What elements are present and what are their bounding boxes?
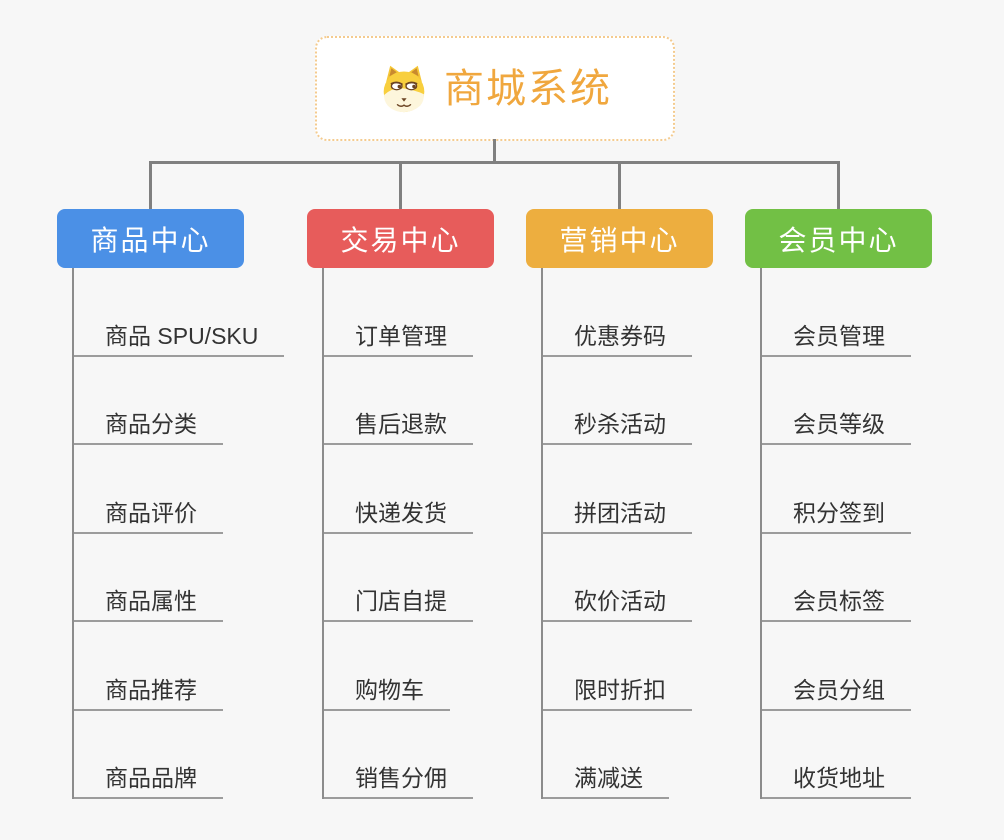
branch-items-trade-center: 订单管理 售后退款 快递发货 门店自提 购物车 销售分佣 <box>307 268 557 799</box>
topic-node: 优惠券码 <box>526 268 776 357</box>
topic-node: 拼团活动 <box>526 445 776 534</box>
topic-node: 会员管理 <box>745 268 995 357</box>
topic-node: 门店自提 <box>307 534 557 622</box>
topic-node: 会员等级 <box>745 357 995 445</box>
doge-icon <box>378 64 430 113</box>
topic-node: 满减送 <box>526 711 776 799</box>
topic-node: 商品属性 <box>57 534 307 622</box>
branch-header-trade-center[interactable]: 交易中心 <box>307 209 494 268</box>
connector-root-stem <box>493 139 496 163</box>
topic-node: 商品评价 <box>57 445 307 534</box>
topic-label[interactable]: 满减送 <box>541 767 669 799</box>
branch-trade-center: 交易中心 订单管理 售后退款 快递发货 门店自提 购物车 销售分佣 <box>307 209 557 799</box>
branch-header-member-center[interactable]: 会员中心 <box>745 209 932 268</box>
topic-label[interactable]: 砍价活动 <box>541 590 692 622</box>
topic-label[interactable]: 积分签到 <box>760 501 911 534</box>
topic-node: 购物车 <box>307 622 557 711</box>
topic-node: 销售分佣 <box>307 711 557 799</box>
topic-label[interactable]: 收货地址 <box>760 767 911 799</box>
topic-node: 快递发货 <box>307 445 557 534</box>
topic-label[interactable]: 会员标签 <box>760 590 911 622</box>
branch-items-marketing-center: 优惠券码 秒杀活动 拼团活动 砍价活动 限时折扣 满减送 <box>526 268 776 799</box>
connector-drop-marketing <box>618 161 621 211</box>
topic-node: 售后退款 <box>307 357 557 445</box>
topic-node: 商品品牌 <box>57 711 307 799</box>
topic-label[interactable]: 销售分佣 <box>322 767 473 799</box>
topic-label[interactable]: 商品属性 <box>72 590 223 622</box>
branch-header-product-center[interactable]: 商品中心 <box>57 209 244 268</box>
topic-label[interactable]: 会员等级 <box>760 413 911 445</box>
topic-label[interactable]: 拼团活动 <box>541 501 692 534</box>
topic-label[interactable]: 商品分类 <box>72 413 223 445</box>
branch-items-member-center: 会员管理 会员等级 积分签到 会员标签 会员分组 收货地址 <box>745 268 995 799</box>
connector-drop-product <box>149 161 152 211</box>
connector-drop-member <box>837 161 840 211</box>
topic-label[interactable]: 优惠券码 <box>541 324 692 357</box>
topic-label[interactable]: 商品评价 <box>72 501 223 534</box>
topic-node: 商品分类 <box>57 357 307 445</box>
topic-node: 砍价活动 <box>526 534 776 622</box>
connector-drop-trade <box>399 161 402 211</box>
root-node[interactable]: 商城系统 <box>315 36 675 141</box>
topic-label[interactable]: 限时折扣 <box>541 678 692 711</box>
root-title: 商城系统 <box>444 66 612 111</box>
topic-label[interactable]: 商品 SPU/SKU <box>72 324 285 357</box>
topic-label[interactable]: 购物车 <box>322 678 450 711</box>
branch-items-product-center: 商品 SPU/SKU 商品分类 商品评价 商品属性 商品推荐 商品品牌 <box>57 268 307 799</box>
topic-label[interactable]: 商品推荐 <box>72 678 223 711</box>
topic-label[interactable]: 快递发货 <box>322 501 473 534</box>
branch-header-marketing-center[interactable]: 营销中心 <box>526 209 713 268</box>
branch-member-center: 会员中心 会员管理 会员等级 积分签到 会员标签 会员分组 收货地址 <box>745 209 995 799</box>
topic-node: 会员分组 <box>745 622 995 711</box>
connector-bus <box>149 161 840 164</box>
topic-node: 商品 SPU/SKU <box>57 268 307 357</box>
topic-label[interactable]: 会员分组 <box>760 678 911 711</box>
topic-node: 订单管理 <box>307 268 557 357</box>
branch-marketing-center: 营销中心 优惠券码 秒杀活动 拼团活动 砍价活动 限时折扣 满减送 <box>526 209 776 799</box>
topic-label[interactable]: 秒杀活动 <box>541 413 692 445</box>
topic-node: 商品推荐 <box>57 622 307 711</box>
topic-node: 限时折扣 <box>526 622 776 711</box>
topic-label[interactable]: 门店自提 <box>322 590 473 622</box>
topic-node: 收货地址 <box>745 711 995 799</box>
topic-label[interactable]: 订单管理 <box>322 324 473 357</box>
topic-label[interactable]: 商品品牌 <box>72 767 223 799</box>
topic-node: 秒杀活动 <box>526 357 776 445</box>
topic-node: 会员标签 <box>745 534 995 622</box>
topic-label[interactable]: 售后退款 <box>322 413 473 445</box>
topic-label[interactable]: 会员管理 <box>760 324 911 357</box>
branch-product-center: 商品中心 商品 SPU/SKU 商品分类 商品评价 商品属性 商品推荐 商品品牌 <box>57 209 307 799</box>
topic-node: 积分签到 <box>745 445 995 534</box>
